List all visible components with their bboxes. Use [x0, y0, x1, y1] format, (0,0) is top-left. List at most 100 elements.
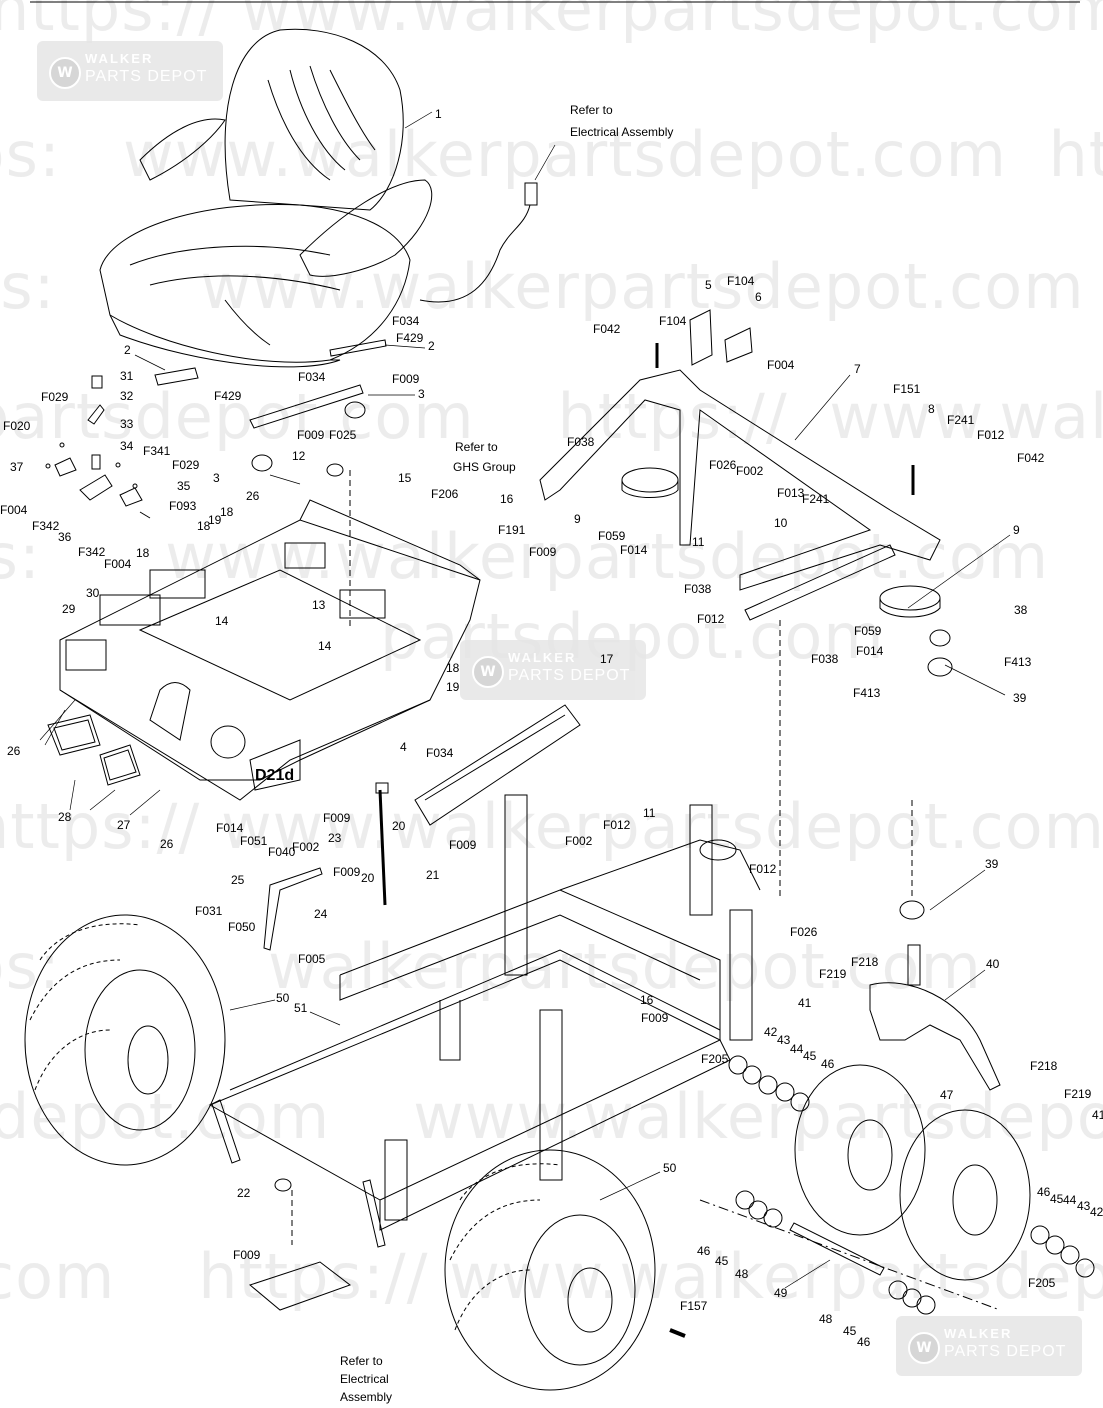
callout-F218: F218 [851, 955, 879, 969]
callout-F151: F151 [893, 382, 921, 396]
caster-bushings [728, 1055, 1095, 1315]
logo-brand-top: WALKER [508, 650, 577, 665]
seat-switch-wire [419, 204, 531, 303]
callout-F029: F029 [41, 390, 69, 404]
callout-26: 26 [246, 489, 260, 503]
callout-35: 35 [177, 479, 191, 493]
callout-F342: F342 [78, 545, 106, 559]
callout-6: 6 [755, 290, 762, 304]
bearing [899, 900, 925, 920]
callout-F205: F205 [701, 1052, 729, 1066]
callout-F104: F104 [659, 314, 687, 328]
callout-39: 39 [985, 857, 999, 871]
callout-F009: F009 [323, 811, 351, 825]
logo-brand-top: WALKER [85, 51, 154, 66]
rear-tire-left [24, 914, 226, 1166]
gas-spring-end [375, 782, 389, 794]
leader-lines [39, 111, 1011, 1289]
callout-3: 3 [213, 471, 220, 485]
callout-F429: F429 [396, 331, 424, 345]
callout-19: 19 [208, 513, 222, 527]
callout-45: 45 [1050, 1192, 1064, 1206]
callout-20: 20 [361, 871, 375, 885]
callout-F004: F004 [104, 557, 132, 571]
callout-F009: F009 [449, 838, 477, 852]
callout-21: 21 [426, 868, 440, 882]
callout-8: 8 [928, 402, 935, 416]
belt-guard [99, 744, 141, 786]
callout-F026: F026 [709, 458, 737, 472]
logo-brand-bottom: PARTS DEPOT [85, 68, 208, 85]
rear-bracket [539, 369, 941, 621]
callout-3: 3 [418, 387, 425, 401]
callout-F206: F206 [431, 487, 459, 501]
main-frame [208, 794, 761, 1248]
callout-F219: F219 [819, 967, 847, 981]
callout-14: 14 [215, 614, 229, 628]
callout-F034: F034 [426, 746, 454, 760]
callout-F012: F012 [697, 612, 725, 626]
callout-F009: F009 [392, 372, 420, 386]
callout-F004: F004 [767, 358, 795, 372]
callout-9: 9 [1013, 523, 1020, 537]
callout-42: 42 [1090, 1205, 1103, 1219]
callout-39: 39 [1013, 691, 1027, 705]
callout-41: 41 [798, 996, 812, 1010]
axle-centerline [699, 1199, 1001, 1311]
callout-19: 19 [446, 680, 460, 694]
connector [524, 182, 538, 206]
callout-16: 16 [500, 492, 514, 506]
callout-48: 48 [819, 1312, 833, 1326]
seat-strap [329, 339, 387, 357]
callout-F104: F104 [727, 274, 755, 288]
callout-F025: F025 [329, 428, 357, 442]
callout-5: 5 [705, 278, 712, 292]
callout-F038: F038 [811, 652, 839, 666]
callout-4: 4 [400, 740, 407, 754]
rear-tire-right [444, 1149, 656, 1391]
callout-31: 31 [120, 369, 134, 383]
logo-brand-bottom: PARTS DEPOT [944, 1343, 1067, 1360]
walker-logo: W WALKER PARTS DEPOT [37, 41, 223, 101]
callout-37: 37 [10, 460, 24, 474]
callout-44: 44 [790, 1042, 804, 1056]
callout-F009: F009 [529, 545, 557, 559]
bumper [344, 401, 366, 419]
walker-mark-icon: W [908, 1332, 940, 1364]
callout-43: 43 [777, 1033, 791, 1047]
callout-F059: F059 [598, 529, 626, 543]
callout-17: 17 [600, 652, 614, 666]
bearing [927, 657, 953, 677]
callout-24: 24 [314, 907, 328, 921]
callout-18: 18 [220, 505, 234, 519]
walker-mark-icon: W [472, 656, 504, 688]
callout-44: 44 [1063, 1193, 1077, 1207]
callout-F013: F013 [777, 486, 805, 500]
callout-50: 50 [663, 1161, 677, 1175]
callout-18: 18 [446, 661, 460, 675]
callout-25: 25 [231, 873, 245, 887]
callout-38: 38 [1014, 603, 1028, 617]
logo-brand-top: WALKER [944, 1326, 1013, 1341]
callout-F012: F012 [603, 818, 631, 832]
logo-brand-bottom: PARTS DEPOT [508, 667, 631, 684]
callout-F009: F009 [297, 428, 325, 442]
seat-assembly [99, 28, 433, 386]
callout-F218: F218 [1030, 1059, 1058, 1073]
walker-mark-icon: W [49, 57, 81, 89]
callout-F191: F191 [498, 523, 526, 537]
bearing [929, 629, 951, 647]
knob [274, 1178, 292, 1192]
callout-45: 45 [803, 1049, 817, 1063]
walker-logo: W WALKER PARTS DEPOT [460, 640, 646, 700]
callout-16: 16 [640, 993, 654, 1007]
bumper [251, 454, 273, 472]
callout-F034: F034 [298, 370, 326, 384]
callout-15: 15 [398, 471, 412, 485]
belt-guard [47, 714, 101, 756]
callout-50: 50 [276, 991, 290, 1005]
callout-F051: F051 [240, 834, 268, 848]
callout-2: 2 [124, 343, 131, 357]
